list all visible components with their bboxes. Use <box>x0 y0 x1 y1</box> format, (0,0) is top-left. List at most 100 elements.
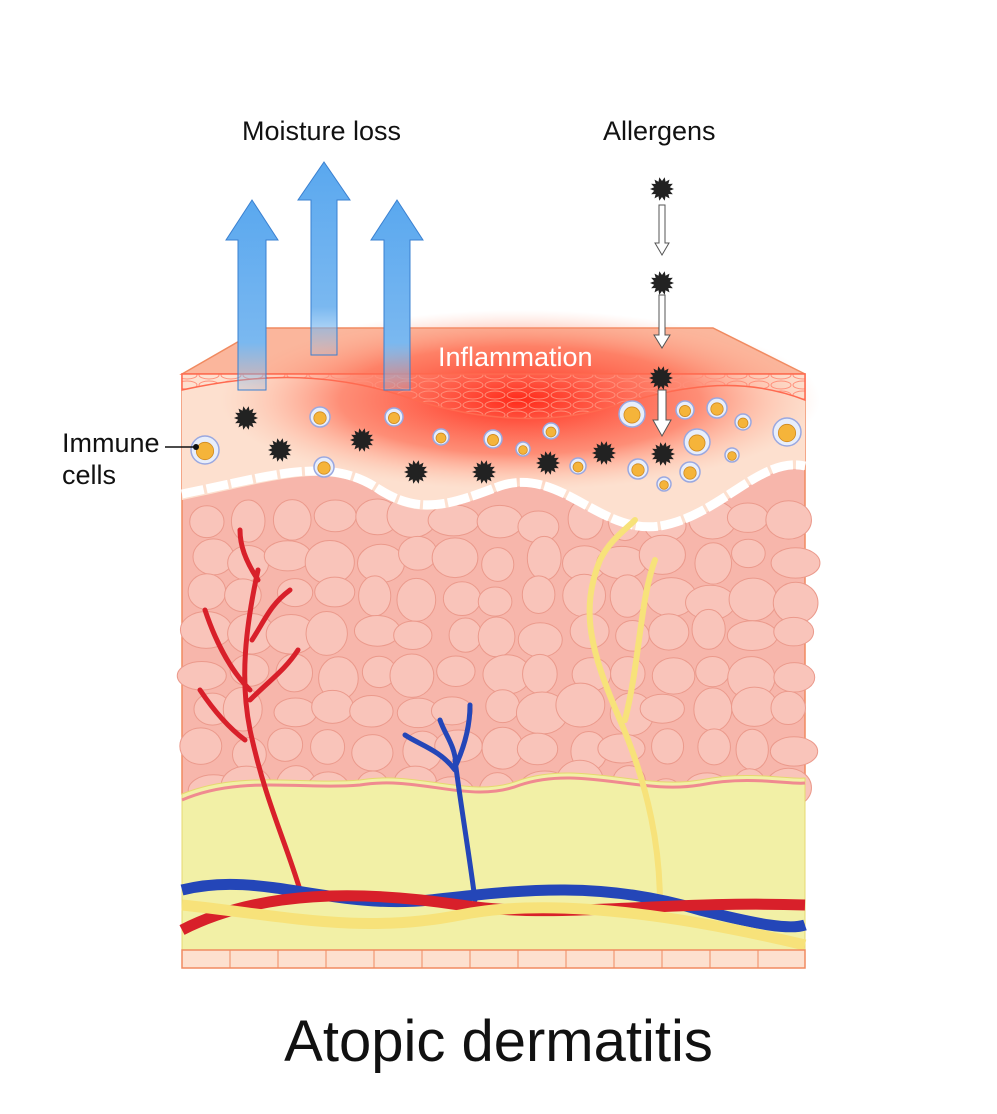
dermis-cell <box>396 577 437 622</box>
immune-cell <box>384 407 404 427</box>
dermis-cell <box>477 586 513 617</box>
dermis-cell <box>526 535 562 581</box>
immune-cells-label-line2: cells <box>62 460 117 490</box>
moisture-loss-label: Moisture loss <box>242 116 402 146</box>
immune-cells <box>190 397 802 492</box>
dermis-cell <box>230 499 266 543</box>
dermis-cell <box>562 573 607 618</box>
dermis-cell <box>694 542 733 585</box>
allergen-particle <box>404 460 428 484</box>
dermis-cell <box>349 695 394 728</box>
immune-cell <box>675 400 695 420</box>
immune-cell <box>679 461 701 483</box>
dermis-cell <box>639 693 685 724</box>
immune-cell <box>683 428 711 456</box>
dermis-cell <box>638 534 686 575</box>
dermis-cell <box>770 690 806 726</box>
nerve-main <box>181 899 807 951</box>
dermis-cell <box>313 499 357 533</box>
immune-cell <box>618 400 646 428</box>
dermis-cell <box>522 653 558 695</box>
nerve-fiber <box>586 517 663 908</box>
dermis-cell <box>314 576 356 608</box>
dermis-cell <box>358 575 392 617</box>
allergen-particle <box>649 366 673 390</box>
immune-cell <box>772 417 802 447</box>
allergens-label: Allergens <box>603 116 716 146</box>
dermis-cell <box>481 547 515 582</box>
vein-main <box>180 878 807 933</box>
dermis-cell <box>731 538 766 569</box>
allergen-particle <box>651 442 675 466</box>
dermis-cell <box>769 736 819 767</box>
immune-cell <box>627 458 649 480</box>
down-arrow-icon <box>654 204 670 256</box>
immune-cell <box>309 406 331 428</box>
allergen-particle <box>472 460 496 484</box>
dermis-cell <box>765 500 812 540</box>
dermis-cell <box>311 689 354 724</box>
allergen-particle <box>592 441 616 465</box>
immune-cell <box>542 422 560 440</box>
allergen-particle <box>536 451 560 475</box>
allergen-particle <box>234 406 258 430</box>
dermis-cell <box>398 535 438 571</box>
dermis-cell <box>609 574 646 618</box>
immune-cell <box>190 435 220 465</box>
dermis-cell <box>691 608 726 650</box>
dermis-cell <box>179 727 223 765</box>
dermis-cell <box>305 611 348 656</box>
allergens <box>234 177 675 484</box>
immune-cell <box>569 457 587 475</box>
diagram-title: Atopic dermatitis <box>284 1009 713 1074</box>
dermis-cell <box>651 728 685 765</box>
bottom-border <box>181 949 806 969</box>
immune-cell <box>515 441 531 457</box>
dermis-cell <box>272 499 312 541</box>
immune-cell <box>706 397 728 419</box>
immune-cell <box>313 456 335 478</box>
dermis-cell <box>485 689 521 724</box>
dermis-cell <box>773 662 816 693</box>
dermis-cell <box>431 537 479 579</box>
allergen-particle <box>350 428 374 452</box>
dermis-cell <box>651 657 696 695</box>
dermis-cell <box>273 697 318 728</box>
dermis-cell <box>726 620 778 651</box>
allergen-particle <box>268 438 292 462</box>
up-arrow-icon <box>225 199 279 391</box>
dermis-cell <box>735 728 769 771</box>
allergen-particle <box>650 177 674 201</box>
dermis-cell <box>448 617 483 653</box>
fat-ridge <box>181 776 806 802</box>
dermis-cell <box>610 656 646 692</box>
dermis-cell <box>436 655 476 688</box>
immune-cell <box>656 476 672 492</box>
dermis-cell <box>276 578 314 608</box>
dermis-cell <box>770 547 821 579</box>
dermis-cell <box>731 686 778 727</box>
allergen-arrows <box>652 204 672 438</box>
dermis-cell <box>310 729 346 765</box>
dermis-cell <box>187 573 227 611</box>
dermis-cell <box>427 504 480 537</box>
dermis-cell <box>517 622 563 658</box>
dermis-cell <box>476 504 524 539</box>
dermis-cell <box>697 728 731 766</box>
dermis-cell <box>726 502 769 533</box>
immune-cell <box>432 428 450 446</box>
dermis-cell <box>728 577 778 622</box>
dermis-cell <box>176 661 227 691</box>
dermis-cell <box>189 505 225 539</box>
dermis-cell <box>648 613 690 651</box>
dermis-cell <box>393 620 433 651</box>
dermis-cell <box>267 727 304 762</box>
dermis-cell <box>555 682 606 728</box>
dermis-cell <box>192 538 235 576</box>
down-arrow-icon <box>652 389 672 438</box>
dermis-cell <box>615 620 650 652</box>
dermis-cell <box>477 616 516 658</box>
dermis-cell <box>695 655 730 688</box>
allergen-particle <box>650 271 674 295</box>
